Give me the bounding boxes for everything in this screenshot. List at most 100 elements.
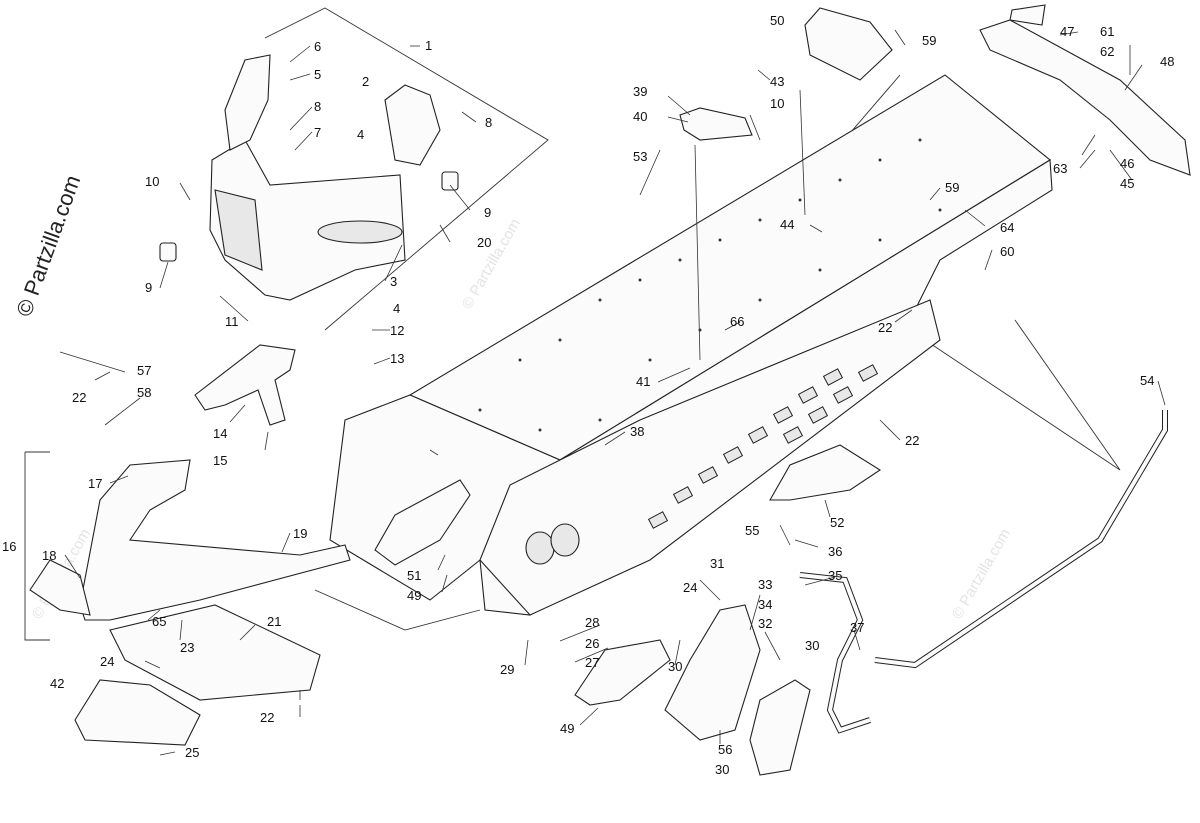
- callouts: 1 2 3 4 4 5 6 7 8 8 9 9 10 10 11 12 13 1…: [2, 13, 1174, 777]
- callout-17: 17: [88, 476, 102, 491]
- callout-4: 4: [357, 127, 364, 142]
- callout-12: 12: [390, 323, 404, 338]
- bulkhead-oval-panel: [317, 220, 403, 244]
- rear-flap: [979, 19, 1191, 176]
- callout-49: 49: [560, 721, 574, 736]
- steering-bracket: [384, 84, 441, 166]
- callout-7: 7: [314, 125, 321, 140]
- bracket-51: [374, 479, 471, 566]
- callout-40: 40: [633, 109, 647, 124]
- callout-65: 65: [152, 614, 166, 629]
- callout-14: 14: [213, 426, 227, 441]
- callout-61: 61: [1100, 24, 1114, 39]
- callout-36: 36: [828, 544, 842, 559]
- callout-2: 2: [362, 74, 369, 89]
- plate-30: [749, 679, 811, 776]
- callout-49: 49: [407, 588, 421, 603]
- callout-22: 22: [260, 710, 274, 725]
- tunnel-hole-left: [525, 531, 555, 565]
- rear-reflector: [1009, 4, 1046, 26]
- callout-27: 27: [585, 655, 599, 670]
- bushing-right: [441, 171, 459, 191]
- callout-57: 57: [137, 363, 151, 378]
- frame-bumper-link: [314, 589, 481, 631]
- stirrup-27: [574, 639, 671, 706]
- callout-4: 4: [393, 301, 400, 316]
- callout-24: 24: [683, 580, 697, 595]
- faint-watermark: © Partzilla.com: [459, 216, 524, 312]
- callout-26: 26: [585, 636, 599, 651]
- callout-8: 8: [485, 115, 492, 130]
- rear-bumper-54: [874, 410, 1168, 669]
- callout-35: 35: [828, 568, 842, 583]
- callout-10: 10: [770, 96, 784, 111]
- callout-58: 58: [137, 385, 151, 400]
- footrest-56: [664, 604, 761, 741]
- callout-1: 1: [425, 38, 432, 53]
- tunnel: [329, 74, 1053, 616]
- partzilla-watermark: © Partzilla.com: [11, 172, 85, 320]
- callout-9: 9: [484, 205, 491, 220]
- leader-lines: [59, 29, 1166, 756]
- callout-3: 3: [390, 274, 397, 289]
- callout-8: 8: [314, 99, 321, 114]
- callout-32: 32: [758, 616, 772, 631]
- callout-30: 30: [668, 659, 682, 674]
- callout-21: 21: [267, 614, 281, 629]
- callout-63: 63: [1053, 161, 1067, 176]
- steering-post: [194, 344, 296, 426]
- callout-15: 15: [213, 453, 227, 468]
- callout-22: 22: [72, 390, 86, 405]
- frame-bumper: [24, 452, 50, 641]
- bracket-39: [679, 107, 753, 141]
- callout-62: 62: [1100, 44, 1114, 59]
- callout-6: 6: [314, 39, 321, 54]
- callout-44: 44: [780, 217, 794, 232]
- callout-22: 22: [905, 433, 919, 448]
- frame-rear: [909, 319, 1121, 471]
- callout-19: 19: [293, 526, 307, 541]
- tunnel-rivets: [478, 138, 942, 432]
- plate-52: [769, 444, 882, 501]
- callout-23: 23: [180, 640, 194, 655]
- front-bulkhead: [209, 54, 406, 301]
- callout-9: 9: [145, 280, 152, 295]
- tunnel-hole-right: [550, 523, 580, 557]
- callout-54: 54: [1140, 373, 1154, 388]
- callout-48: 48: [1160, 54, 1174, 69]
- callout-59: 59: [945, 180, 959, 195]
- callout-18: 18: [42, 548, 56, 563]
- bushing-left: [159, 242, 177, 262]
- tube-35-inner: [799, 573, 871, 733]
- skid-plate-21: [109, 604, 321, 701]
- callout-60: 60: [1000, 244, 1014, 259]
- callout-13: 13: [390, 351, 404, 366]
- callout-22: 22: [878, 320, 892, 335]
- callout-46: 46: [1120, 156, 1134, 171]
- callout-28: 28: [585, 615, 599, 630]
- rear-cover-50: [804, 7, 893, 81]
- callout-29: 29: [500, 662, 514, 677]
- callout-38: 38: [630, 424, 644, 439]
- callout-30: 30: [805, 638, 819, 653]
- callout-24: 24: [100, 654, 114, 669]
- callout-25: 25: [185, 745, 199, 760]
- callout-33: 33: [758, 577, 772, 592]
- callout-59: 59: [922, 33, 936, 48]
- callout-37: 37: [850, 620, 864, 635]
- callout-5: 5: [314, 67, 321, 82]
- callout-53: 53: [633, 149, 647, 164]
- callout-56: 56: [718, 742, 732, 757]
- callout-34: 34: [758, 597, 772, 612]
- callout-50: 50: [770, 13, 784, 28]
- callout-41: 41: [636, 374, 650, 389]
- callout-43: 43: [770, 74, 784, 89]
- callout-47: 47: [1060, 24, 1074, 39]
- front-bumper-assembly: [29, 459, 351, 746]
- callout-30: 30: [715, 762, 729, 777]
- callout-20: 20: [477, 235, 491, 250]
- callout-11: 11: [225, 314, 239, 329]
- callout-52: 52: [830, 515, 844, 530]
- callout-10: 10: [145, 174, 159, 189]
